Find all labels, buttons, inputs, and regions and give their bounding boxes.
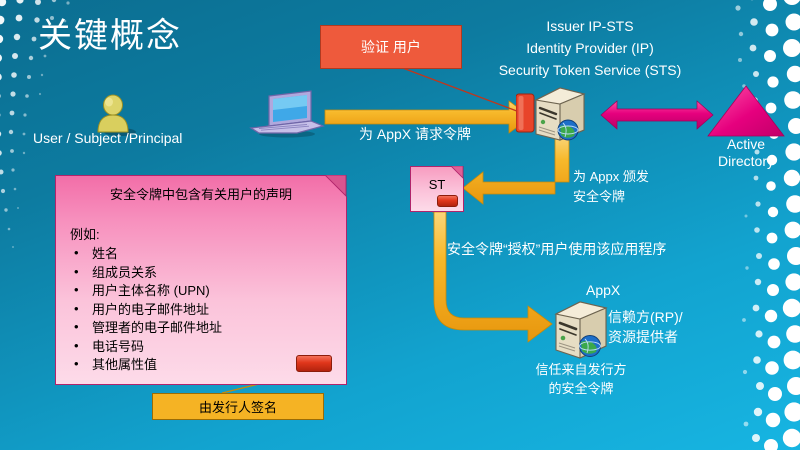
claims-box-title: 安全令牌中包含有关用户的声明 — [109, 187, 292, 202]
list-item: 用户主体名称 (UPN) — [70, 281, 222, 300]
user-person-icon — [92, 92, 140, 143]
appx-role-line2: 资源提供者 — [608, 329, 678, 345]
page-title: 关键概念 — [38, 17, 182, 55]
appx-trust-line2: 的安全令牌 — [548, 381, 614, 396]
claims-list-container: 例如: 姓名 组成员关系 用户主体名称 (UPN) 用户的电子邮件地址 管理者的… — [70, 226, 222, 375]
laptop-icon — [245, 88, 325, 143]
list-item: 组成员关系 — [70, 263, 222, 282]
appx-role-line1: 信赖方(RP)/ — [608, 309, 683, 325]
claims-folded-corner-icon — [325, 175, 347, 197]
arrow-label-authorize: 安全令牌“授权”用户使用该应用程序 — [447, 241, 667, 257]
list-item: 姓名 — [70, 244, 222, 263]
list-item: 电话号码 — [70, 337, 222, 356]
claims-list: 姓名 组成员关系 用户主体名称 (UPN) 用户的电子邮件地址 管理者的电子邮件… — [70, 244, 222, 374]
verify-leader-line — [399, 66, 523, 114]
arrow-label-issue-token-line1: 为 Appx 颁发 — [573, 169, 649, 184]
claims-list-heading: 例如: — [70, 227, 100, 242]
claims-box: 安全令牌中包含有关用户的声明 例如: 姓名 组成员关系 用户主体名称 (UPN)… — [55, 175, 347, 385]
claims-signature-stamp — [296, 355, 332, 372]
st-signature-stamp — [437, 195, 458, 207]
active-directory-triangle-icon — [707, 85, 785, 137]
list-item: 管理者的电子邮件地址 — [70, 318, 222, 337]
arrow-sts-ad-bidirectional — [600, 100, 714, 130]
st-label: ST — [428, 177, 446, 192]
verify-user-callout[interactable]: 验证 用户 — [320, 25, 462, 69]
active-directory-label-line2: Directory — [717, 153, 774, 169]
arrow-label-request-token: 为 AppX 请求令牌 — [359, 126, 472, 142]
sts-title-line3: Security Token Service (STS) — [498, 62, 682, 78]
active-directory-label-line1: Active — [726, 136, 766, 152]
appx-trust-line1: 信任来自发行方 — [535, 362, 627, 377]
appx-server-icon — [548, 298, 618, 367]
arrow-label-issue-token-line2: 安全令牌 — [573, 189, 626, 204]
list-item: 用户的电子邮件地址 — [70, 300, 222, 319]
user-label: User / Subject /Principal — [33, 130, 183, 146]
sts-title-line1: Issuer IP-STS — [546, 18, 634, 34]
sts-title-line2: Identity Provider (IP) — [526, 40, 654, 56]
st-folded-corner-icon — [451, 166, 464, 179]
arrow-authorize-token — [432, 211, 553, 343]
security-token-card: ST — [410, 166, 464, 212]
signed-by-issuer-callout[interactable]: 由发行人签名 — [152, 393, 324, 420]
arrow-issue-token — [462, 135, 570, 205]
appx-title: AppX — [586, 282, 621, 298]
sts-server-icon — [515, 84, 592, 149]
list-item: 其他属性值 — [70, 355, 222, 374]
